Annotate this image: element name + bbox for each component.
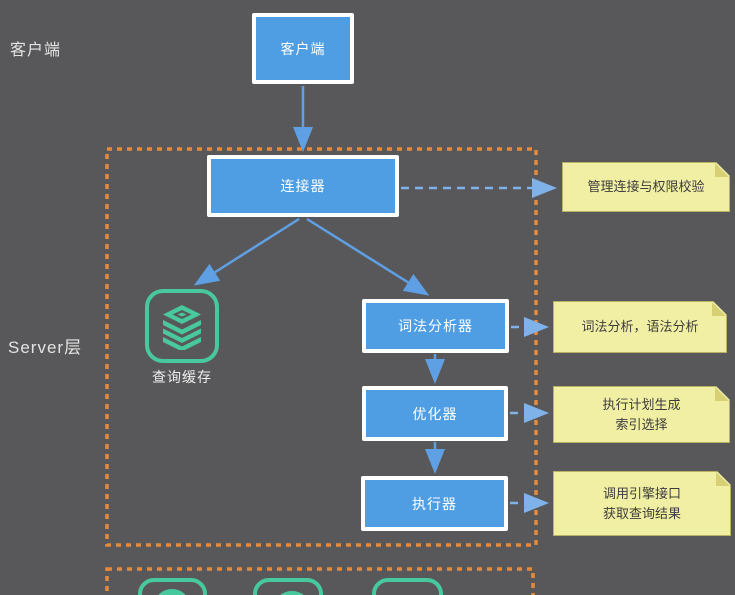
engine-icon-shape: [155, 589, 189, 595]
stacked-layers-icon: [163, 305, 201, 350]
node-client: 客户端: [252, 13, 354, 84]
node-lexical-analyzer: 词法分析器: [362, 299, 509, 353]
node-connector-label: 连接器: [280, 178, 326, 194]
note-execution-plan: 执行计划生成 索引选择: [553, 386, 730, 443]
node-lexical-analyzer-label: 词法分析器: [398, 318, 473, 334]
node-optimizer-label: 优化器: [412, 405, 458, 422]
note-fold-corner: [715, 387, 729, 401]
note-connection-management: 管理连接与权限校验: [562, 162, 730, 212]
storage-engine-icon-2: [253, 578, 323, 595]
engine-icon-shape: [274, 591, 310, 595]
node-client-label: 客户端: [280, 40, 326, 57]
storage-engine-icon-1: [138, 578, 207, 595]
note-fold-corner: [716, 472, 730, 486]
note-lexical-syntax-analysis: 词法分析，语法分析: [553, 301, 727, 353]
client-layer-label: 客户端: [10, 42, 62, 59]
note-line: 调用引擎接口: [602, 485, 681, 501]
arrow-connector-to-analyzer: [306, 217, 430, 296]
query-cache-caption: 查询缓存: [152, 369, 212, 385]
note-line: 管理连接与权限校验: [587, 179, 705, 194]
node-connector: 连接器: [207, 155, 399, 217]
storage-engine-icon-3: [372, 578, 443, 595]
note-fold-corner: [712, 302, 726, 316]
note-line: 索引选择: [615, 416, 668, 432]
note-line: 词法分析，语法分析: [581, 319, 699, 334]
note-line: 执行计划生成: [602, 396, 681, 412]
query-cache-icon: [145, 289, 219, 363]
note-line: 获取查询结果: [602, 505, 681, 521]
node-executor: 执行器: [361, 476, 508, 531]
node-executor-label: 执行器: [412, 495, 457, 512]
arrow-connector-to-query-cache: [193, 217, 300, 286]
note-fold-corner: [715, 163, 729, 177]
node-optimizer: 优化器: [362, 386, 508, 441]
server-layer-label: Server层: [8, 338, 83, 357]
note-engine-interface: 调用引擎接口 获取查询结果: [553, 471, 731, 536]
